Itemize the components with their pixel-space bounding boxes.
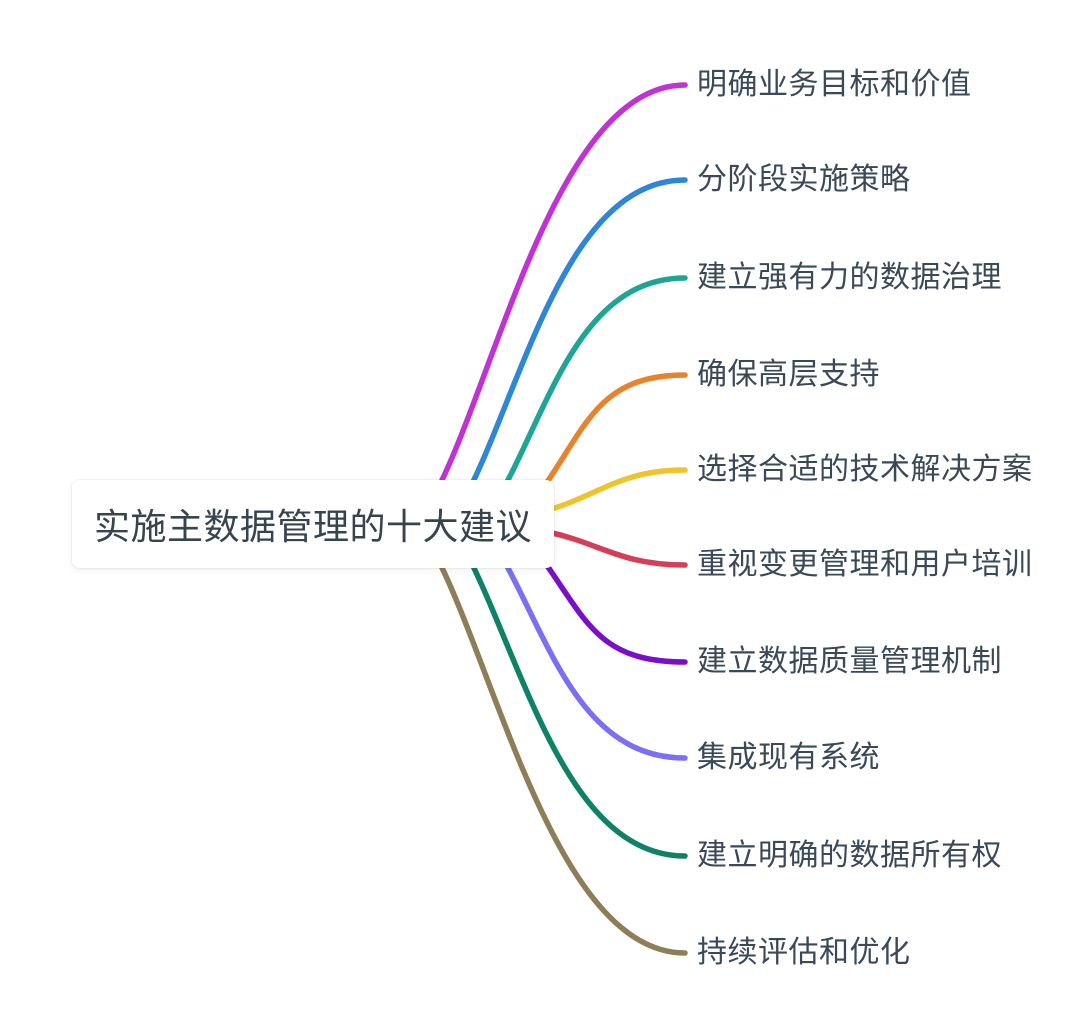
branch-label-3[interactable]: 建立强有力的数据治理 [697, 261, 1002, 294]
branch-label-10[interactable]: 持续评估和优化 [697, 936, 911, 969]
branch-curve-2 [461, 177, 688, 503]
branch-label-1[interactable]: 明确业务目标和价值 [697, 68, 972, 101]
branch-label-2[interactable]: 分阶段实施策略 [697, 163, 911, 196]
branch-label-9[interactable]: 建立明确的数据所有权 [697, 839, 1002, 872]
root-node[interactable]: 实施主数据管理的十大建议 [72, 480, 554, 568]
branch-curve-9 [461, 545, 688, 859]
root-node-label: 实施主数据管理的十大建议 [93, 506, 532, 547]
branch-label-7[interactable]: 建立数据质量管理机制 [697, 645, 1002, 678]
branch-label-6[interactable]: 重视变更管理和用户培训 [697, 548, 1033, 581]
branch-curve-8 [494, 545, 688, 761]
branch-curve-7 [533, 547, 688, 665]
branch-curve-6 [545, 529, 688, 568]
branch-curve-1 [429, 82, 688, 503]
branch-curve-4 [533, 372, 688, 501]
branch-curve-3 [494, 275, 688, 503]
branch-curve-5 [545, 467, 688, 513]
branch-label-8[interactable]: 集成现有系统 [697, 741, 880, 774]
branch-label-4[interactable]: 确保高层支持 [697, 358, 880, 391]
branch-label-5[interactable]: 选择合适的技术解决方案 [697, 453, 1033, 486]
branch-curve-10 [429, 545, 688, 956]
